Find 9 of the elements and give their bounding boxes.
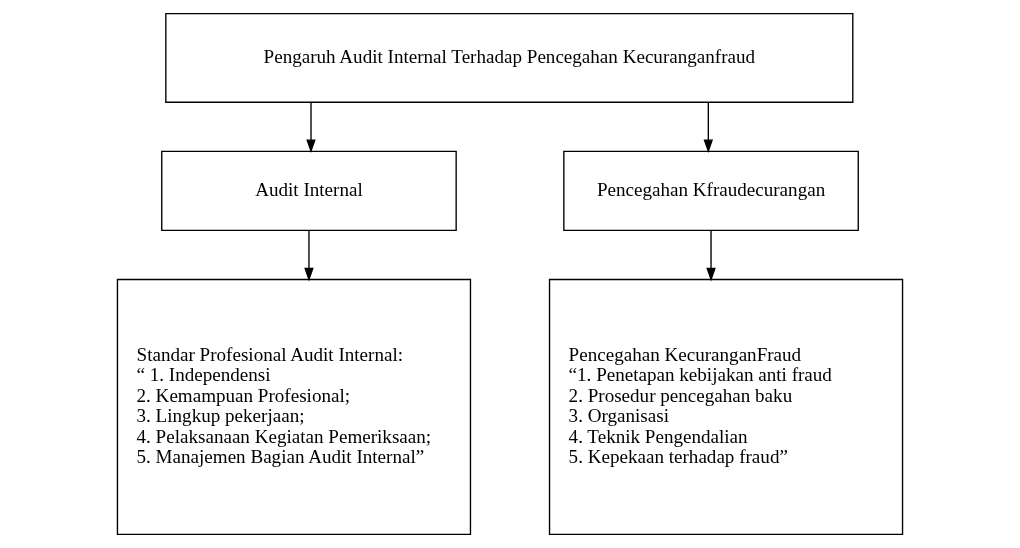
node-box: Audit Internal [161,150,457,232]
node-box: Pencegahan KecuranganFraud “1. Penetapan kebijakan anti fraud 2. Prosedur pencegahan baku 3. Organisasi 4. Teknik Pengendalian 5. Kepekaan terhadap fraud” [548,278,904,535]
arrow [703,101,714,154]
arrow [304,229,314,282]
arrow [306,101,316,154]
node-box: Pengaruh Audit Internal Terhadap Pencegahan Kecuranganfraud [165,13,854,103]
node-box: Standar Profesional Audit Internal: “ 1. Independensi 2. Kemampuan Profesional; 3. Lingkup pekerjaan; 4. Pelaksanaan Kegiatan Pemeriksaan; 5. Manajemen Bagian Audit Internal” [116,278,472,535]
arrow [706,229,716,282]
node-box: Pencegahan Kfraudecurangan [563,150,859,232]
